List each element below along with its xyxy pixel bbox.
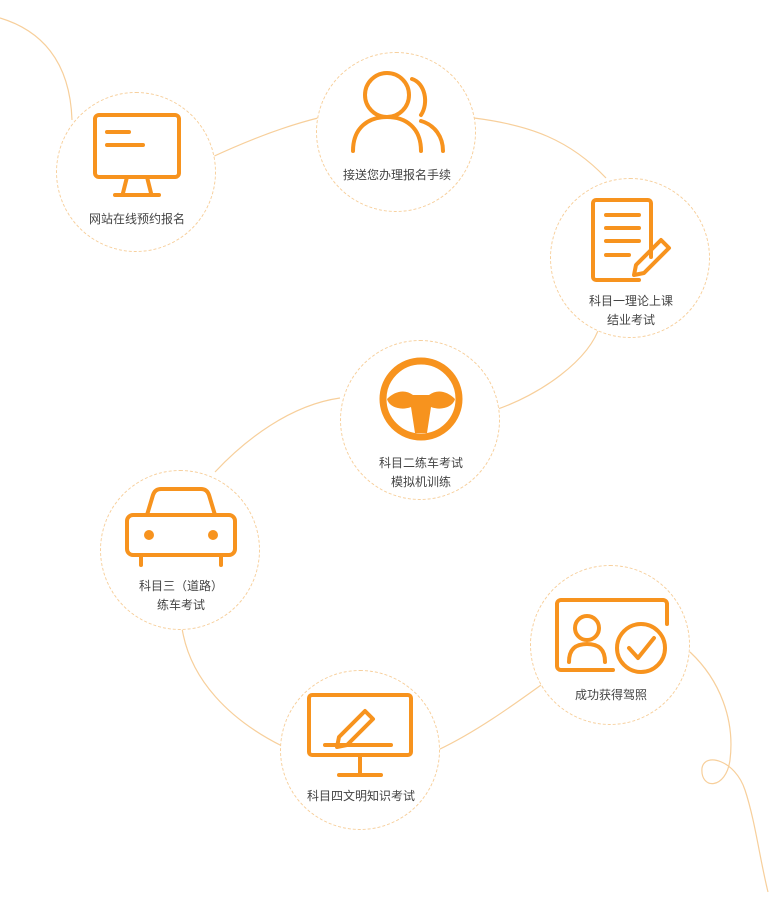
step-label-line: 练车考试 xyxy=(156,598,205,612)
step-subject-three: 科目三（道路） 练车考试 xyxy=(100,470,260,630)
step-label-line: 科目一理论上课 xyxy=(588,294,673,308)
users-icon xyxy=(351,71,445,153)
step-online-booking: 网站在线预约报名 xyxy=(56,92,216,252)
license-check-icon xyxy=(555,598,669,674)
monitor-text-icon xyxy=(93,113,181,197)
document-pen-icon xyxy=(591,198,671,282)
step-subject-one: 科目一理论上课 结业考试 xyxy=(550,178,710,338)
step-label-line: 接送您办理报名手续 xyxy=(342,168,451,182)
steering-wheel-icon xyxy=(379,357,463,441)
step-label-line: 科目二练车考试 xyxy=(378,456,463,470)
step-subject-two: 科目二练车考试 模拟机训练 xyxy=(340,340,500,500)
step-label-line: 科目四文明知识考试 xyxy=(306,789,415,803)
step-label-line: 科目三（道路） xyxy=(138,579,223,593)
car-icon xyxy=(125,487,237,567)
step-subject-four: 科目四文明知识考试 xyxy=(280,670,440,830)
step-label-line: 网站在线预约报名 xyxy=(88,212,185,226)
step-license-obtained: 成功获得驾照 xyxy=(530,565,690,725)
monitor-pen-icon xyxy=(307,693,413,777)
step-registration-pickup: 接送您办理报名手续 xyxy=(316,52,476,212)
step-label-line: 结业考试 xyxy=(606,313,655,327)
step-label-line: 模拟机训练 xyxy=(390,475,451,489)
step-label-line: 成功获得驾照 xyxy=(574,688,647,702)
